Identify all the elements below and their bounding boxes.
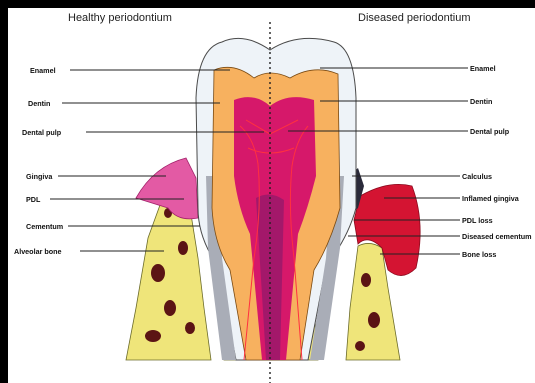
label-inflamed-gingiva: Inflamed gingiva [462, 194, 519, 203]
label-dental-pulp-right: Dental pulp [470, 127, 509, 136]
label-bone-loss: Bone loss [462, 250, 496, 259]
label-dental-pulp-left: Dental pulp [22, 128, 61, 137]
label-pdl: PDL [26, 195, 40, 204]
tooth-diagram [8, 8, 535, 383]
label-dentin-right: Dentin [470, 97, 492, 106]
label-enamel-right: Enamel [470, 64, 496, 73]
label-calculus: Calculus [462, 172, 492, 181]
label-diseased-cementum: Diseased cementum [462, 232, 532, 241]
label-dentin-left: Dentin [28, 99, 50, 108]
diagram-frame: Healthy periodontium Diseased periodonti… [8, 8, 535, 383]
title-diseased: Diseased periodontium [358, 12, 471, 24]
label-enamel-left: Enamel [30, 66, 56, 75]
label-cementum: Cementum [26, 222, 63, 231]
label-alveolar-bone: Alveolar bone [14, 247, 62, 256]
title-healthy: Healthy periodontium [68, 12, 172, 24]
label-pdl-loss: PDL loss [462, 216, 493, 225]
label-gingiva: Gingiva [26, 172, 52, 181]
